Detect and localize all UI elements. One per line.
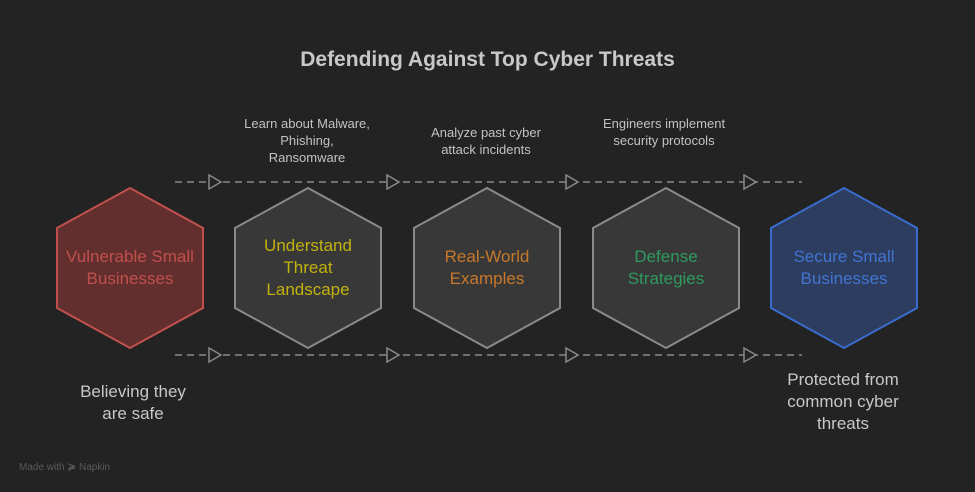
hexagon-examples [413, 186, 561, 350]
napkin-logo-icon: ≽ [67, 462, 76, 473]
hexagon-vulnerable [56, 186, 204, 350]
start-caption: Believing they are safe [80, 382, 186, 423]
arrow-head-icon [565, 346, 580, 364]
step-label-defense: Defense Strategies [627, 247, 705, 288]
note-engineers: Engineers implement security protocols [602, 116, 726, 148]
diagram-title: Defending Against Top Cyber Threats [300, 48, 675, 71]
arrow-head-icon [386, 346, 401, 364]
arrow-head-icon [743, 346, 758, 364]
arrow-head-icon [208, 346, 223, 364]
hexagon-secure [770, 186, 918, 350]
arrow-head-icon [743, 173, 758, 191]
arrow-head-icon [386, 173, 401, 191]
footer-credit[interactable]: Made with ≽ Napkin [19, 462, 110, 473]
note-learn: Learn about Malware, Phishing, Ransomwar… [244, 116, 370, 165]
step-label-understand: Understand Threat Landscape [264, 236, 352, 299]
step-label-secure: Secure Small Businesses [793, 247, 895, 288]
arrow-head-icon [208, 173, 223, 191]
arrow-head-icon [565, 173, 580, 191]
note-analyze: Analyze past cyber attack incidents [431, 125, 541, 157]
footer-brand: Napkin [78, 462, 111, 473]
end-caption: Protected from common cyber threats [787, 370, 899, 433]
step-label-examples: Real-World Examples [444, 247, 530, 288]
hexagon-defense [592, 186, 740, 350]
step-label-vulnerable: Vulnerable Small Businesses [66, 247, 194, 288]
hexagon-understand [234, 186, 382, 350]
footer-made-with: Made with [19, 462, 65, 473]
